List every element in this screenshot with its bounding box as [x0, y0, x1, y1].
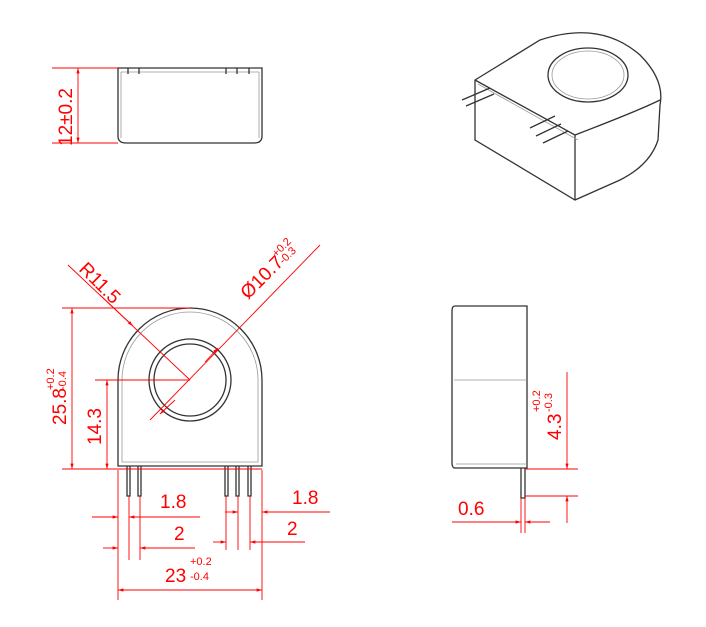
- pin-length-label: 4.3: [545, 414, 566, 440]
- height-label: 25.8: [50, 388, 71, 425]
- side-view: 4.3 +0.2 -0.3 0.6: [451, 305, 578, 533]
- pin-pitch-left: 2: [174, 524, 185, 545]
- width-tol-minus: -0.4: [190, 571, 209, 583]
- radius-label: R11.5: [74, 259, 124, 309]
- front-view: R11.5 Ø10.7 +0.2 -0.3 25.8 +0.2 -0.4 14.…: [45, 236, 330, 600]
- height-tol-plus: +0.2: [45, 368, 57, 390]
- center-height-label: 14.3: [85, 408, 106, 445]
- pin-pitch-right: 2: [287, 519, 298, 540]
- pin-tol-minus: -0.3: [543, 393, 555, 412]
- isometric-view: [461, 32, 662, 201]
- width-label: 23: [165, 566, 186, 587]
- pin-tol-plus: +0.2: [531, 390, 543, 412]
- top-view: 12±0.2: [52, 67, 263, 146]
- height-dimension: 12±0.2: [56, 88, 77, 146]
- pin-width-left: 1.8: [160, 492, 186, 513]
- width-tol-plus: +0.2: [190, 556, 212, 568]
- pin-width-right: 1.8: [292, 488, 318, 509]
- height-tol-minus: -0.4: [57, 371, 69, 390]
- pin-thickness-label: 0.6: [458, 499, 484, 520]
